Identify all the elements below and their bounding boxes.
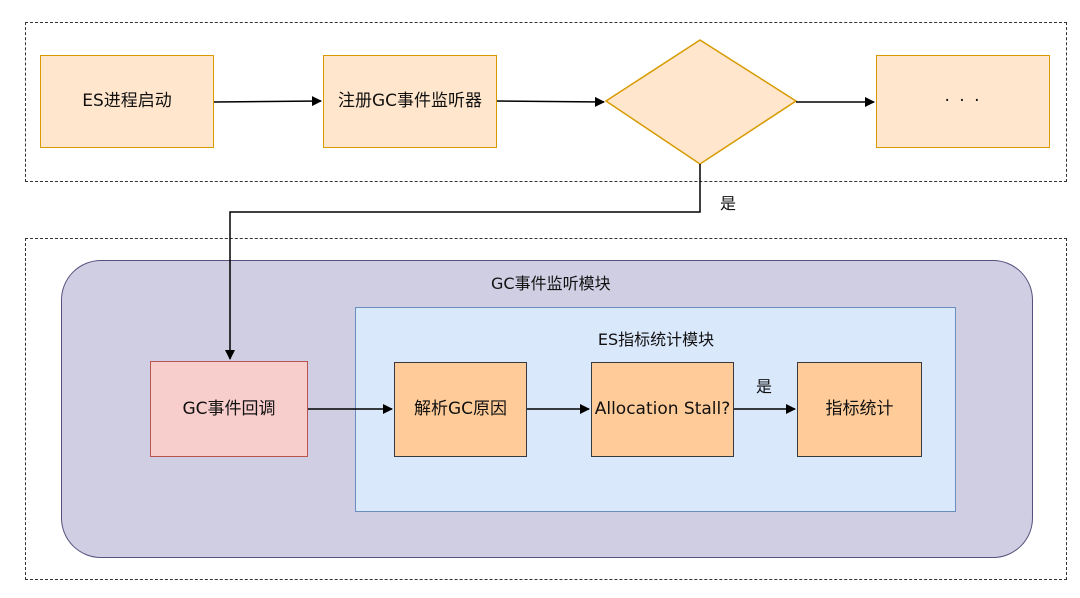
metrics-node: 指标统计 — [797, 362, 922, 457]
allocation-stall-node: Allocation Stall? — [591, 362, 734, 457]
callback-node: GC事件回调 — [150, 361, 308, 457]
gc-listener-module-title: GC事件监听模块 — [491, 274, 611, 293]
decision-node-label: 是否发生GC? — [648, 90, 752, 111]
parse-gc-node: 解析GC原因 — [394, 362, 527, 457]
continue-node: · · · — [876, 55, 1050, 148]
yes-branch-label: 是 — [720, 194, 737, 213]
es-stats-module-title: ES指标统计模块 — [597, 330, 715, 349]
start-node: ES进程启动 — [40, 55, 214, 148]
stall-yes-label: 是 — [756, 377, 773, 396]
register-node: 注册GC事件监听器 — [323, 55, 497, 148]
